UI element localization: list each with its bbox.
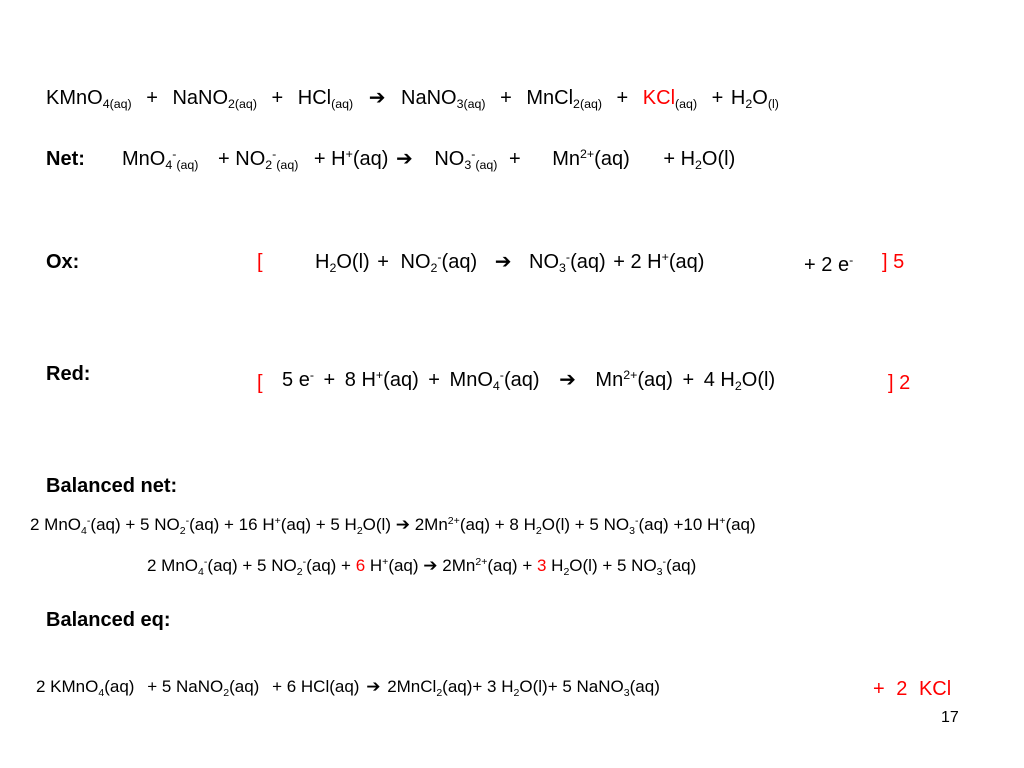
mncl2-formula: MnCl2(aq) [526, 87, 602, 112]
coefficient-h: 6 [355, 556, 366, 575]
plus-sign: + [508, 148, 521, 170]
electrons-product: + 2 e- [804, 253, 854, 276]
plus-sign: + [323, 369, 336, 391]
manganese-ion: Mn2+(aq) [552, 147, 630, 170]
water-formula: H2O(l) [680, 148, 736, 173]
balanced-net-label: Balanced net: [46, 475, 178, 497]
plus-sign: + [377, 251, 389, 273]
nitrite-formula: NO2-(aq) [400, 250, 478, 276]
hydrogen-ions: 8 H+(aq) [344, 368, 419, 391]
molecular-equation: KMnO4(aq) + NaNO2(aq) + HCl(aq) ➔ NaNO3(… [46, 87, 779, 112]
water-formula: H2O(l) [315, 251, 370, 276]
kcl-state: (aq) [675, 97, 698, 112]
manganese-ion: Mn2+(aq) [595, 368, 673, 391]
plus-sign: + [616, 87, 629, 109]
permanganate-formula: MnO4-(aq) [122, 147, 199, 173]
right-arrow-icon: ➔ [396, 148, 413, 170]
plus-sign: + [146, 87, 158, 109]
right-arrow-icon: ➔ [559, 369, 576, 391]
hcl-formula: HCl(aq) [297, 87, 354, 112]
red-label: Red: [46, 363, 91, 385]
net-label: Net: [46, 148, 85, 170]
reduction-multiplier: ] 2 [888, 372, 911, 394]
bracket-open: [ [257, 251, 263, 273]
right-arrow-icon: ➔ [494, 251, 512, 273]
kcl-product: + 2 KCl [873, 678, 952, 700]
plus-sign: + [682, 369, 695, 391]
nitrate-formula: NO3-(aq) [529, 250, 606, 276]
right-arrow-icon: ➔ [368, 87, 386, 109]
nitrite-formula: NO2-(aq) [235, 147, 299, 173]
nano2-formula: NaNO2(aq) [172, 87, 257, 112]
plus-sign: + [313, 148, 326, 170]
right-arrow-icon: ➔ [395, 515, 410, 534]
water-formula: H2O(l) [730, 87, 779, 112]
nano3-formula: NaNO3(aq) [401, 87, 486, 112]
reduction-half-reaction: 5 e- + 8 H+(aq) + MnO4-(aq) ➔ Mn2+(aq) +… [282, 368, 776, 394]
hydrogen-ion: H+(aq) [331, 147, 389, 170]
permanganate-formula: MnO4-(aq) [449, 368, 540, 394]
plus-sign: + [218, 148, 230, 170]
net-ionic-equation: MnO4-(aq) + NO2-(aq) + H+(aq) ➔ NO3-(aq)… [122, 147, 736, 173]
balanced-net-equation-simplified: 2 MnO4-(aq) + 5 NO2-(aq) + 6 H+(aq) ➔ 2M… [147, 556, 697, 578]
plus-sign: + [428, 369, 440, 391]
hydrogen-ions: 2 H+(aq) [630, 250, 705, 273]
plus-sign: + [711, 87, 724, 109]
bracket-open: [ [257, 372, 263, 394]
electrons-reactant: 5 e- [282, 368, 314, 391]
coefficient-h2o: 3 [536, 556, 547, 575]
right-arrow-icon: ➔ [423, 556, 438, 575]
oxidation-multiplier: ] 5 [882, 251, 905, 273]
nitrate-formula: NO3-(aq) [434, 147, 498, 173]
plus-sign: + [663, 148, 675, 170]
plus-sign: + [271, 87, 284, 109]
balanced-eq-label: Balanced eq: [46, 609, 171, 631]
plus-sign: + [500, 87, 512, 109]
kmno4-formula: KMnO4(aq) [46, 87, 132, 112]
ox-label: Ox: [46, 251, 80, 273]
page-number: 17 [941, 709, 959, 726]
water-formula: 4 H2O(l) [703, 369, 776, 394]
oxidation-half-reaction: H2O(l) + NO2-(aq) ➔ NO3-(aq) + 2 H+(aq) [315, 250, 705, 276]
balanced-molecular-equation: 2 KMnO4(aq) + 5 NaNO2(aq) + 6 HCl(aq) ➔ … [36, 677, 660, 699]
balanced-net-equation-full: 2 MnO4-(aq) + 5 NO2-(aq) + 16 H+(aq) + 5… [30, 515, 756, 537]
kcl-formula: KCl [642, 87, 676, 109]
right-arrow-icon: ➔ [366, 677, 381, 696]
plus-sign: + [613, 251, 625, 273]
